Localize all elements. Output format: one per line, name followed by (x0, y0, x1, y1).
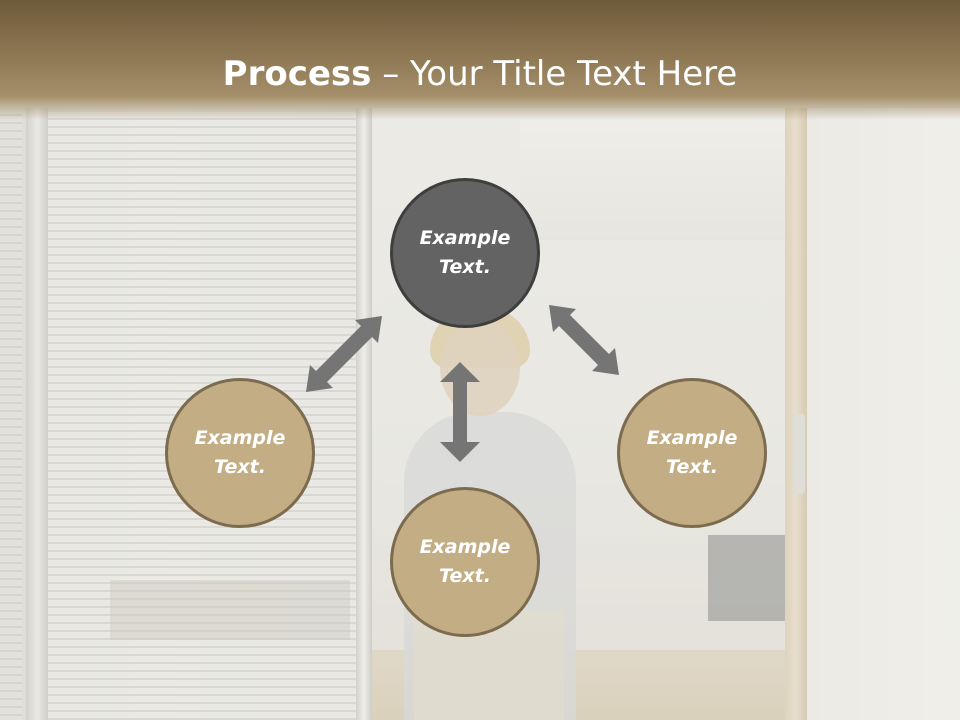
background-ceiling-light (520, 120, 790, 240)
slide-title: Process – Your Title Text Here (0, 52, 960, 96)
background-window-frame (356, 108, 372, 720)
title-rest: Your Title Text Here (410, 54, 738, 94)
background-wall-right (807, 108, 960, 720)
node-left-line1: Example (194, 427, 286, 449)
background-door-latch (793, 414, 805, 494)
node-left[interactable]: Example Text. (165, 378, 315, 528)
arrow-top-bottom (440, 362, 480, 462)
node-left-line2: Text. (214, 456, 266, 478)
background-blinds-edge (0, 108, 22, 720)
node-top[interactable]: Example Text. (390, 178, 540, 328)
arrow-top-right (549, 305, 619, 375)
node-top-line1: Example (419, 227, 511, 249)
background-window-frame (26, 108, 48, 720)
node-bottom[interactable]: Example Text. (390, 487, 540, 637)
arrow-top-left (306, 316, 382, 392)
background-monitor (708, 535, 792, 621)
title-separator: – (371, 54, 411, 94)
node-top-line2: Text. (439, 256, 491, 278)
node-right-label: Example Text. (632, 424, 752, 482)
node-right-line1: Example (646, 427, 738, 449)
node-bottom-line1: Example (419, 536, 511, 558)
node-left-label: Example Text. (180, 424, 300, 482)
node-bottom-label: Example Text. (405, 533, 525, 591)
node-right[interactable]: Example Text. (617, 378, 767, 528)
background-table (110, 580, 350, 640)
node-bottom-line2: Text. (439, 565, 491, 587)
node-top-label: Example Text. (405, 224, 525, 282)
node-right-line2: Text. (666, 456, 718, 478)
header-band (0, 0, 960, 120)
title-bold: Process (222, 54, 372, 94)
